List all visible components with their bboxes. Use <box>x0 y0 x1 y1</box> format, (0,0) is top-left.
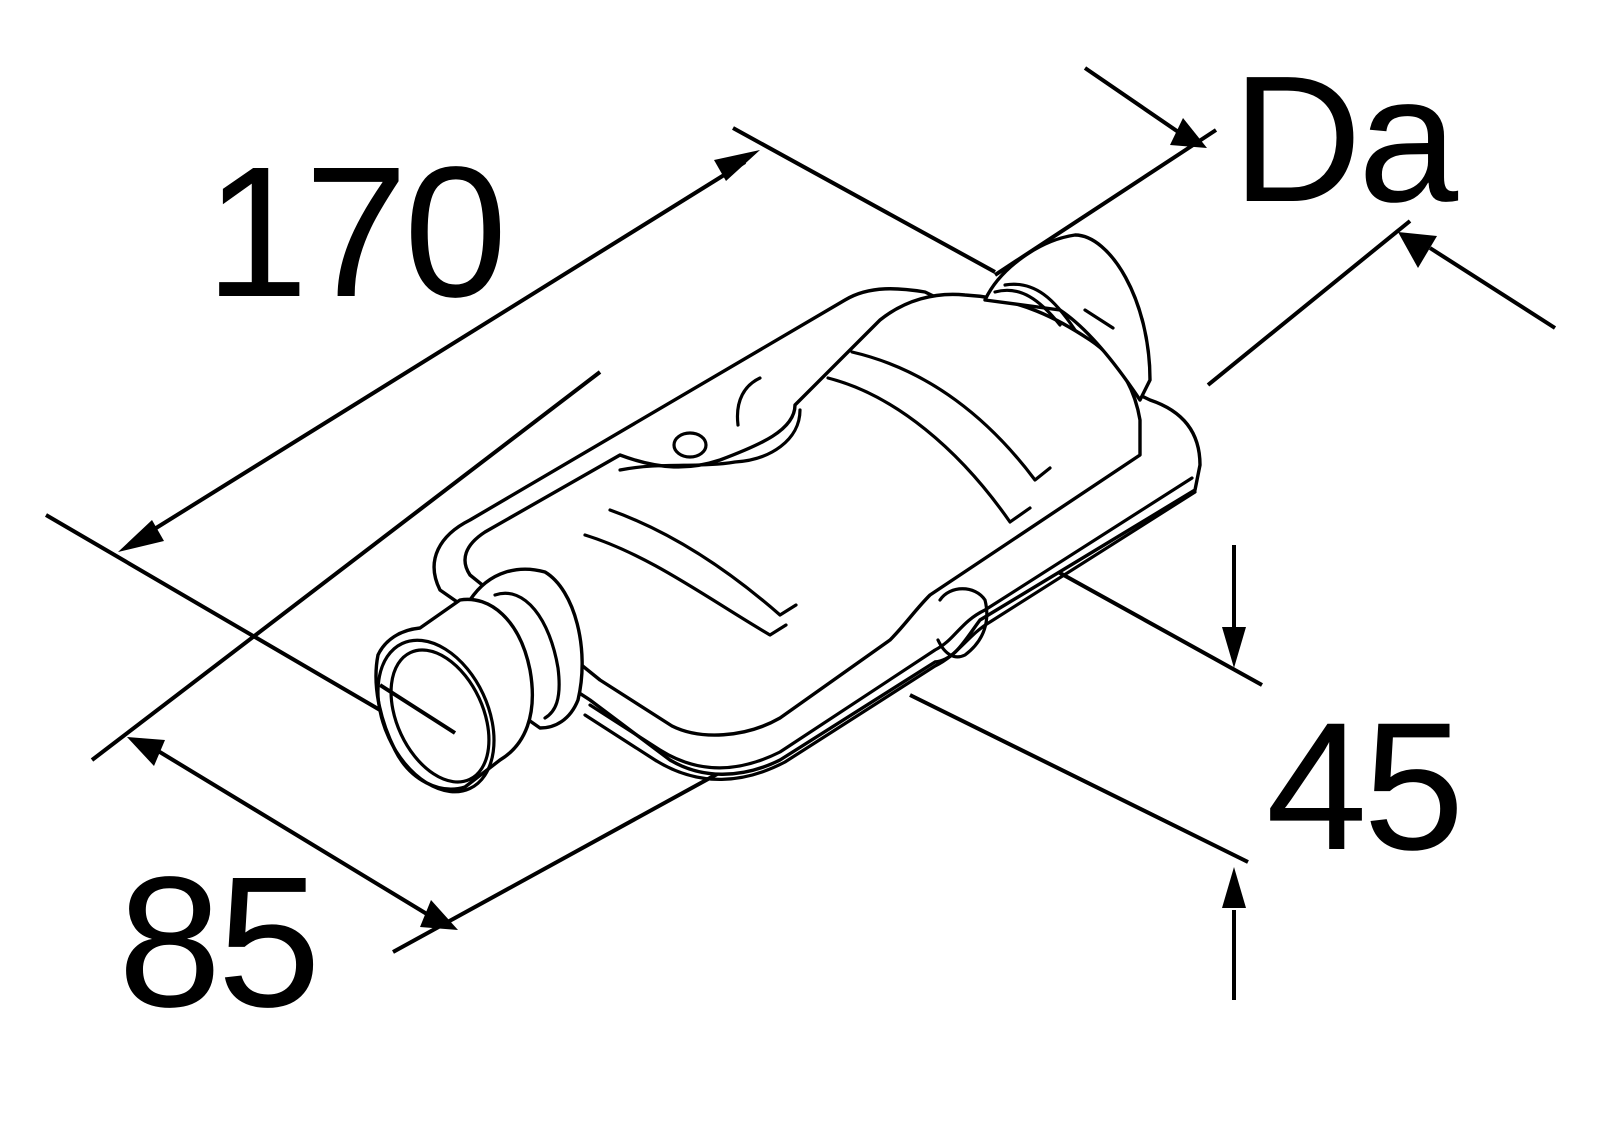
outlet-pipe <box>983 233 1152 402</box>
dimension-label-da: Da <box>1232 39 1458 240</box>
arrowhead-da-top <box>1170 118 1207 148</box>
hole-recess <box>618 376 802 472</box>
inlet-centerline <box>378 683 457 735</box>
extension-line-85-left <box>90 370 602 762</box>
rib-4 <box>583 533 788 637</box>
arrowhead-85-right <box>420 900 458 930</box>
dimension-label-45: 45 <box>1266 684 1464 888</box>
inlet-pipe <box>374 597 535 791</box>
dimension-line-85 <box>138 738 447 927</box>
flange-edge-1 <box>588 476 1194 770</box>
outlet-pipe-ring <box>993 282 1077 332</box>
inlet-collar-ring <box>493 591 561 720</box>
arrowhead-170-right <box>714 150 760 181</box>
rib-1 <box>850 350 1052 482</box>
flange-edge-2 <box>583 490 1197 781</box>
arrowhead-da-bottom <box>1398 232 1437 268</box>
extension-line-170-left <box>44 513 442 747</box>
inlet-opening-outer <box>376 638 496 794</box>
inlet-opening-inner <box>389 648 491 784</box>
arrowhead-85-left <box>127 737 165 766</box>
dimension-170 <box>44 126 996 747</box>
leader-da-top <box>1083 66 1192 142</box>
rib-2 <box>826 376 1032 524</box>
muffler-body <box>374 233 1202 794</box>
dimension-label-170: 170 <box>205 129 507 336</box>
mounting-hole <box>672 431 708 459</box>
flange-seam <box>936 587 989 659</box>
outlet-pipe-hatch <box>1083 308 1115 330</box>
extension-line-da-bottom <box>1206 219 1412 387</box>
extension-line-45-bottom <box>909 693 1249 864</box>
dimension-da <box>993 66 1557 387</box>
arrowhead-45-bottom <box>1222 867 1246 908</box>
extension-line-170-right <box>732 126 996 274</box>
dimension-label-85: 85 <box>118 839 321 1046</box>
rib-3 <box>608 508 798 617</box>
arrowhead-170-left <box>118 520 164 552</box>
arrowhead-45-top <box>1222 627 1246 668</box>
dimension-line-170 <box>138 160 747 540</box>
leader-da-bottom <box>1428 246 1557 330</box>
